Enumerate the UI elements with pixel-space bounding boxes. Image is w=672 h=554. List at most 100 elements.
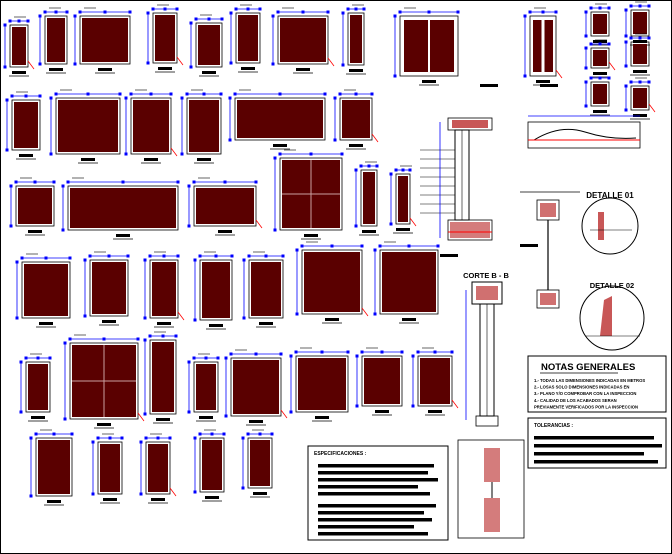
panel-frame <box>9 24 29 68</box>
dimension-tick <box>143 316 147 320</box>
dimension-tick <box>43 10 47 14</box>
panel-frame <box>630 41 650 67</box>
dimension-tick <box>198 432 202 436</box>
dimension-tick <box>389 222 393 226</box>
dimension-tick <box>338 92 342 96</box>
panel-fill <box>152 342 174 412</box>
dimension-tick <box>629 36 633 40</box>
dimension-tick <box>433 350 437 354</box>
dimension-tick <box>400 350 404 354</box>
dimension-tick <box>589 76 593 80</box>
floor-slab-hatch <box>450 222 490 238</box>
dimension-tick <box>9 224 13 228</box>
dimension-tick <box>83 314 87 318</box>
door-panel-41 <box>289 347 350 422</box>
door-panel-1 <box>3 16 35 77</box>
dimension-tick <box>584 10 588 14</box>
panel-fill <box>633 12 647 34</box>
dimension-tick <box>276 10 280 14</box>
dimension-tick <box>584 34 588 38</box>
dimension-tick <box>254 352 258 356</box>
panel-frame <box>67 185 179 231</box>
panel-frame <box>21 261 71 319</box>
panel-tag <box>593 110 607 113</box>
panel-fill <box>237 100 323 138</box>
dimension-tick <box>193 436 197 440</box>
dimension-tick <box>189 21 193 25</box>
dimension-tick <box>393 14 397 18</box>
dimension-tick <box>598 76 602 80</box>
panel-tag <box>296 68 310 71</box>
especificaciones-label: ESPECIFICACIONES : <box>314 451 367 457</box>
panel-tag <box>253 492 267 495</box>
panel-fill <box>100 444 120 492</box>
dimension-tick <box>49 96 53 100</box>
door-panel-23 <box>9 177 56 236</box>
dimension-tick <box>63 417 67 421</box>
dimension-tick <box>24 356 28 360</box>
panel-leaf-right <box>430 20 454 72</box>
door-panel-19 <box>124 89 178 164</box>
dimension-tick <box>107 254 111 258</box>
dimension-tick <box>65 10 69 14</box>
panel-frame <box>55 97 121 155</box>
notas-line-4: 4.- CALIDAD DE LOS ACABADOS SERAN <box>534 398 617 403</box>
header-beam-hatch <box>452 120 488 128</box>
accent-leader <box>451 399 459 409</box>
notas-title: NOTAS GENERALES <box>541 362 635 373</box>
dimension-tick <box>86 92 90 96</box>
panel-tag <box>593 40 607 43</box>
tolerancias-text-bar <box>534 436 654 440</box>
door-panel-24 <box>61 177 180 240</box>
dimension-tick <box>294 350 298 354</box>
panel-fill <box>382 252 436 312</box>
door-panel-30 <box>83 251 130 326</box>
dimension-tick <box>169 92 173 96</box>
panel-tag <box>205 496 219 499</box>
especificaciones-text-bar <box>318 532 428 536</box>
panel-tag <box>362 230 376 233</box>
dimension-tick <box>91 440 95 444</box>
dimension-tick <box>52 180 56 184</box>
detail-circle-1 <box>581 197 639 255</box>
panel-frame <box>69 342 139 420</box>
dimension-tick <box>143 412 147 416</box>
dimension-tick <box>320 350 324 354</box>
panel-frame <box>417 355 453 407</box>
door-panel-45 <box>91 433 124 504</box>
dimension-tick <box>19 360 23 364</box>
dimension-tick <box>96 436 100 440</box>
dimension-tick <box>598 42 602 46</box>
dimension-tick <box>33 180 37 184</box>
dimension-tick <box>52 432 56 436</box>
dimension-tick <box>229 11 233 15</box>
door-panel-4 <box>146 4 184 73</box>
dimension-tick <box>151 7 155 11</box>
dimension-tick <box>355 404 359 408</box>
panel-fill <box>189 100 219 152</box>
panel-frame <box>590 81 610 107</box>
dimension-tick <box>146 11 150 15</box>
dimension-tick <box>220 17 224 21</box>
dimension-tick <box>3 65 7 69</box>
panel-tag <box>396 228 410 231</box>
panel-tag <box>49 68 63 71</box>
panel-fill <box>593 50 607 66</box>
panel-tag <box>402 318 416 321</box>
accent-leader <box>176 56 184 66</box>
especificaciones-text-bar <box>318 471 428 475</box>
panel-fill <box>238 15 258 61</box>
dimension-tick <box>156 436 160 440</box>
panel-frame <box>199 259 233 321</box>
panel-frame <box>152 12 178 64</box>
panel-tag <box>81 158 95 161</box>
panel-tag <box>156 418 170 421</box>
panel-tag <box>249 420 263 423</box>
panel-frame <box>145 441 171 495</box>
dimension-tick <box>124 96 128 100</box>
dimension-tick <box>273 228 277 232</box>
panel-frame <box>193 185 257 227</box>
panel-fill <box>14 102 38 148</box>
panel-tag <box>241 67 255 70</box>
